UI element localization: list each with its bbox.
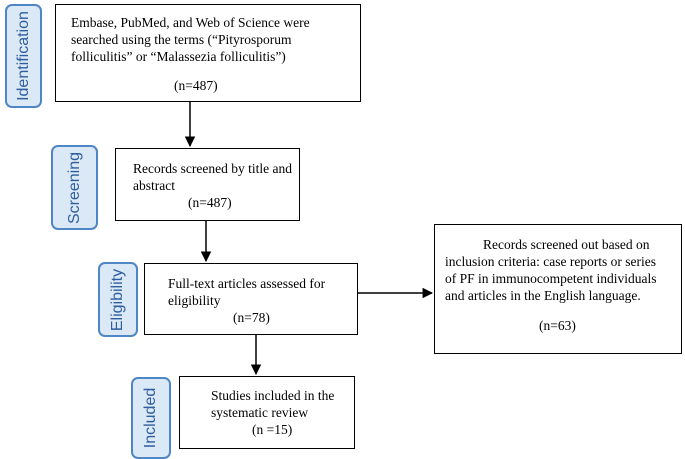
search-line-3: folliculitis” or “Malassezia folliculiti… [71,49,286,64]
included-line-2: systematic review [211,405,309,420]
screened-box: Records screened by title and abstract (… [115,148,300,221]
search-count: (n=487) [174,78,218,93]
included-box: Studies included in the systematic revie… [179,376,355,449]
stage-screening: Screening [51,145,98,230]
search-box: Embase, PubMed, and Web of Science were … [55,4,361,102]
excluded-box: Records screened out based on inclusion … [434,224,682,354]
excluded-line-1: Records screened out based on [483,237,650,252]
search-line-2: searched using the terms (“Pityrosporum [71,32,292,47]
stage-identification: Identification [5,4,42,108]
included-line-1: Studies included in the [211,388,335,403]
screened-line-1: Records screened by title and [133,161,292,176]
screened-count: (n=487) [188,195,232,210]
fulltext-line-1: Full-text articles assessed for [168,276,326,291]
stage-eligibility: Eligibility [98,262,138,337]
fulltext-box: Full-text articles assessed for eligibil… [144,263,358,335]
search-line-1: Embase, PubMed, and Web of Science were [71,15,310,30]
excluded-line-2: inclusion criteria: case reports or seri… [445,254,657,269]
excluded-count: (n=63) [539,318,576,333]
fulltext-line-2: eligibility [168,293,221,308]
included-count: (n =15) [252,422,293,437]
fulltext-count: (n=78) [233,310,270,325]
stage-included: Included [131,377,171,459]
screened-line-2: abstract [133,178,175,193]
excluded-line-3: of PF in immunocompetent individuals [445,271,657,286]
excluded-line-4: and articles in the English language. [445,288,641,303]
